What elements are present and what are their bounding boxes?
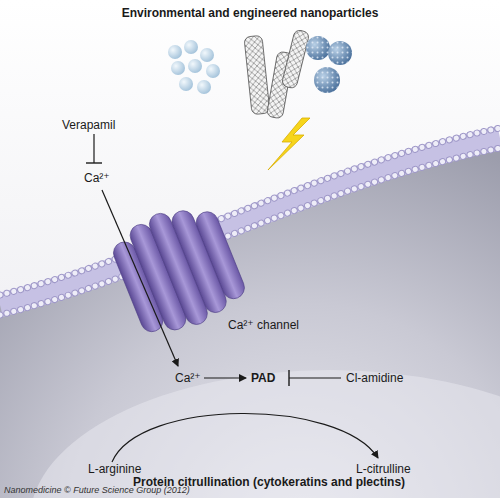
cell-membrane xyxy=(0,138,500,305)
cell-membrane xyxy=(0,148,500,315)
carbon-nanotubes xyxy=(244,29,310,119)
inhibition-line xyxy=(93,134,94,163)
substrate-label: L-arginine xyxy=(88,462,141,476)
reaction-arrow xyxy=(112,413,378,462)
influx-arrow xyxy=(102,190,178,366)
enzyme-label: PAD xyxy=(251,371,275,385)
cell-membrane xyxy=(0,148,500,315)
nanoparticle-spheres xyxy=(184,40,198,54)
nanoparticle-spheres xyxy=(168,45,182,59)
nanoparticle-spheres xyxy=(188,59,202,73)
lightning-bolt xyxy=(268,118,310,170)
nanoparticle-spheres xyxy=(200,48,214,62)
porous-nanoparticles xyxy=(328,41,352,65)
ion-label: Ca²⁺ xyxy=(84,171,110,185)
channel-label: Ca²⁺ channel xyxy=(228,318,299,332)
porous-nanoparticles xyxy=(314,67,340,93)
porous-nanoparticles xyxy=(306,36,352,93)
porous-nanoparticles xyxy=(306,36,330,60)
cell-membrane xyxy=(0,128,500,295)
nanoparticle-spheres xyxy=(171,61,185,75)
drug-label: Verapamil xyxy=(62,118,115,132)
inhibitor-label: Cl-amidine xyxy=(346,371,403,385)
cell-membrane xyxy=(0,128,500,295)
porous-nanoparticles xyxy=(328,41,352,65)
product-label: L-citrulline xyxy=(356,462,411,476)
inhibition-line xyxy=(289,377,341,378)
inhibition-line xyxy=(86,134,102,163)
inhibition-line xyxy=(86,162,102,163)
carbon-nanotubes xyxy=(244,35,270,114)
cell-membrane xyxy=(0,128,500,315)
porous-nanoparticles xyxy=(306,36,330,60)
cell-membrane xyxy=(0,128,500,295)
inhibition-line xyxy=(289,370,341,386)
copyright-note: Nanomedicine © Future Science Group (201… xyxy=(4,485,190,496)
cell-body xyxy=(0,138,500,498)
nanoparticle-spheres xyxy=(197,80,211,94)
nanoparticle-spheres xyxy=(168,40,220,94)
nanoparticle-spheres xyxy=(179,77,193,91)
cell-body xyxy=(30,370,500,498)
nanoparticle-spheres xyxy=(206,64,220,78)
ion-label: Ca²⁺ xyxy=(175,371,201,385)
calcium-channel xyxy=(146,210,211,328)
figure-title: Environmental and engineered nanoparticl… xyxy=(0,6,500,20)
inhibition-line xyxy=(288,370,289,386)
porous-nanoparticles xyxy=(314,67,340,93)
cell-membrane xyxy=(0,148,500,315)
channel-region: Ca²⁺ channel xyxy=(128,222,308,334)
activation-arrow xyxy=(204,377,246,378)
carbon-nanotubes xyxy=(281,29,310,89)
